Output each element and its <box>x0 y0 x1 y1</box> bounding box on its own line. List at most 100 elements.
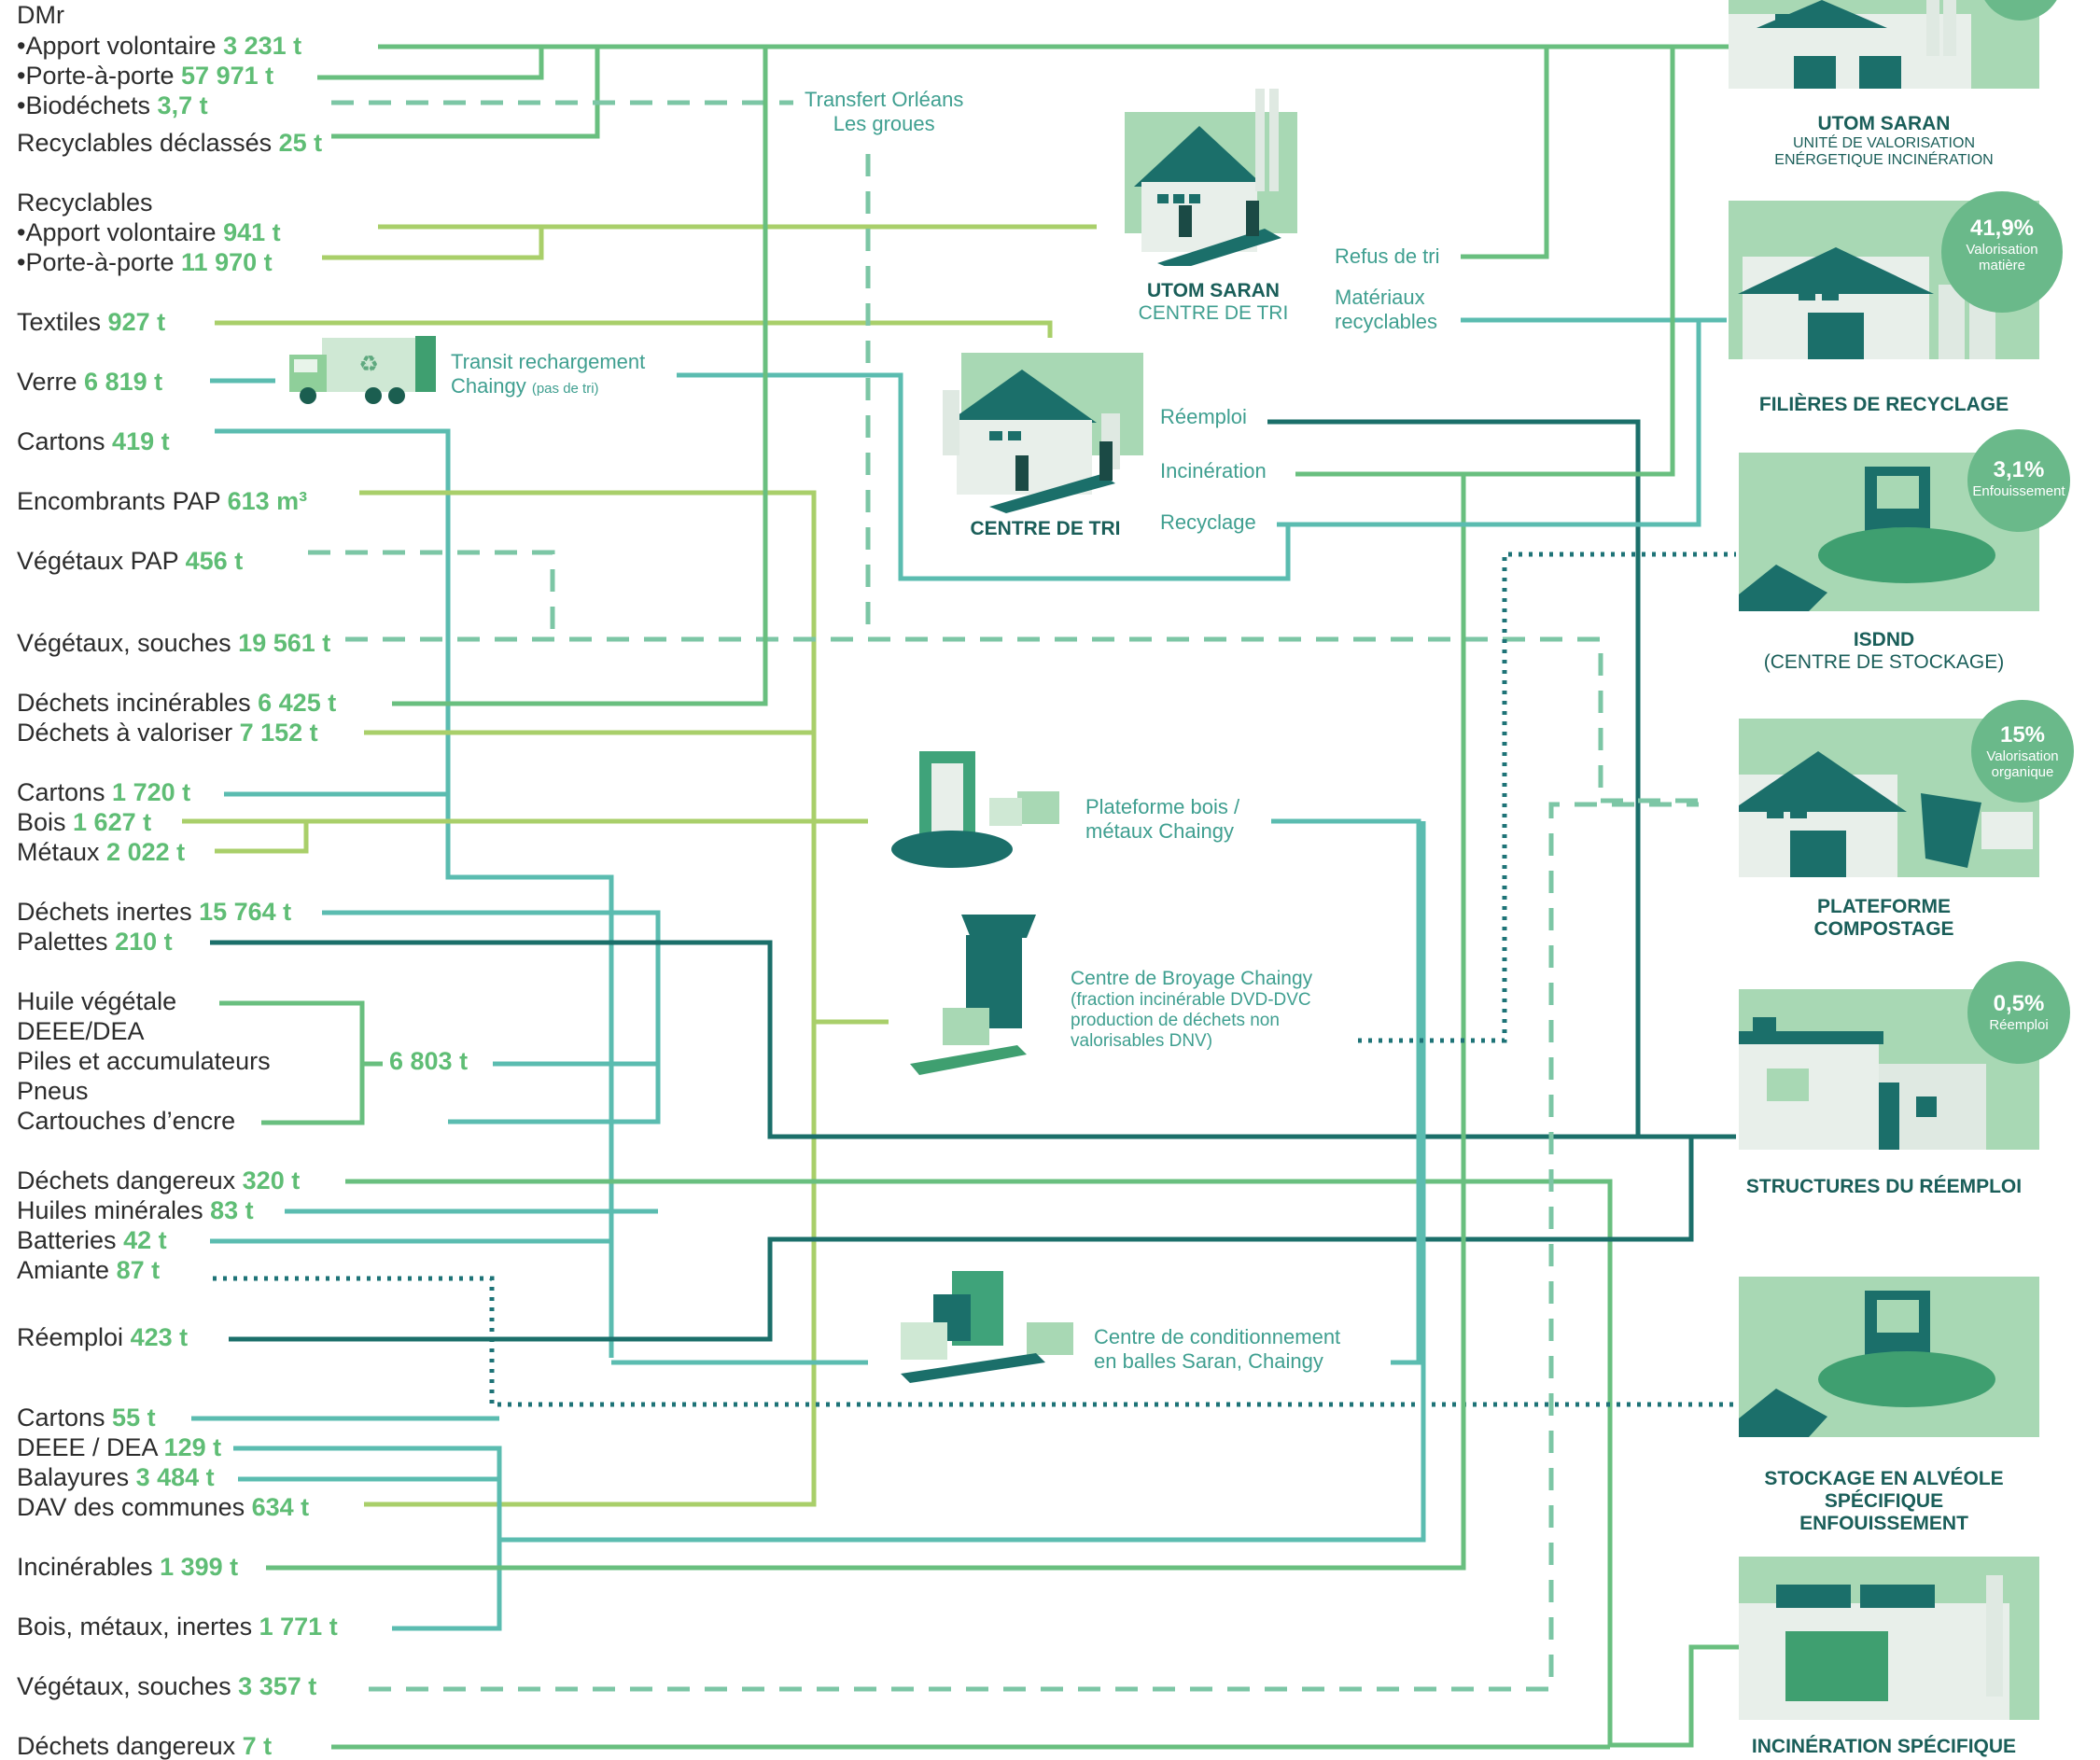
broyage-icon <box>910 915 1036 1075</box>
label-group-total: 6 803 t <box>389 1047 469 1075</box>
flow-textiles <box>215 320 1053 338</box>
label-huile-vegetale: Huile végétale <box>17 987 177 1015</box>
label-out-recyclage: Recyclage <box>1160 510 1256 534</box>
label-vegetaux-souches1: Végétaux, souches 19 561 t <box>17 629 331 657</box>
flow-cartons1 <box>215 428 614 1358</box>
bulldozer-icon <box>1739 467 1995 611</box>
label-dmr: DMr <box>17 1 64 29</box>
incineration-spec-image <box>1739 1557 2039 1720</box>
label-refus-tri: Refus de tri <box>1335 244 1440 268</box>
label-amiante: Amiante 87 t <box>17 1256 161 1284</box>
label-vegetaux-souches2: Végétaux, souches 3 357 t <box>17 1672 317 1700</box>
flow-deee2 <box>233 1446 502 1631</box>
label-plateforme: Plateforme bois /métaux Chaingy <box>1085 795 1240 843</box>
flow-broyage-isdnd <box>1358 552 1736 1043</box>
flow-refus-tri <box>1461 47 1549 259</box>
label-reemploi-dest: STRUCTURES DU RÉEMPLOI <box>1745 1176 2023 1197</box>
compost-icon <box>1739 751 2033 877</box>
label-dangereux1: Déchets dangereux 320 t <box>17 1166 301 1194</box>
plateforme-bois-icon <box>891 751 1059 868</box>
reemploi-badge: 0,5%Réemploi <box>1967 961 2070 1064</box>
label-valoriser: Déchets à valoriser 7 152 t <box>17 719 318 747</box>
label-piles: Piles et accumulateurs <box>17 1047 271 1075</box>
label-batteries: Batteries 42 t <box>17 1226 167 1254</box>
flow-out-incineration <box>1295 47 1675 477</box>
label-isdnd: ISDND(CENTRE DE STOCKAGE) <box>1763 629 2005 673</box>
label-inertes: Déchets inertes 15 764 t <box>17 898 292 926</box>
flow-reemploi <box>229 1137 1694 1342</box>
label-out-reemploi: Réemploi <box>1160 405 1247 428</box>
isdnd-badge: 3,1%Enfouissement <box>1967 429 2070 532</box>
bulldozer-icon <box>1739 1291 1995 1437</box>
label-huiles-min: Huiles minérales 83 t <box>17 1196 254 1224</box>
flow-inertes <box>322 910 661 1124</box>
label-vegetaux-pap: Végétaux PAP 456 t <box>17 547 244 575</box>
flow-vegetaux-souches2 <box>369 802 1699 1692</box>
label-broyage: Centre de Broyage Chaingy(fraction incin… <box>1071 968 1313 1052</box>
label-verre: Verre 6 819 t <box>17 368 163 396</box>
label-textiles: Textiles 927 t <box>17 308 166 336</box>
label-recyc-declasses: Recyclables déclassés 25 t <box>17 129 323 157</box>
label-cartons1: Cartons 419 t <box>17 427 170 455</box>
label-palettes: Palettes 210 t <box>17 928 173 956</box>
flow-dangereux1 <box>345 1179 1613 1745</box>
label-balayures: Balayures 3 484 t <box>17 1463 215 1491</box>
label-incinerables2: Incinérables 1 399 t <box>17 1553 239 1581</box>
label-cartouches: Cartouches d’encre <box>17 1107 236 1135</box>
svg-text:♻: ♻ <box>358 351 379 377</box>
recycling-plant-icon <box>1738 247 1995 359</box>
label-pneus: Pneus <box>17 1077 89 1105</box>
flow-incinerables1 <box>392 47 768 706</box>
truck-icon: ♻ <box>289 336 436 404</box>
label-dmr-pap: •Porte-à-porte 57 971 t <box>17 62 274 90</box>
label-metaux: Métaux 2 022 t <box>17 838 186 866</box>
label-recyclables: Recyclables <box>17 189 153 217</box>
flow-bracket-out <box>499 821 1426 1543</box>
flow-encombrants <box>359 490 817 1507</box>
label-dmr-bio: •Biodéchets 3,7 t <box>17 91 208 119</box>
label-out-incineration: Incinération <box>1160 459 1267 482</box>
label-reemploi: Réemploi 423 t <box>17 1323 189 1351</box>
flow-dmr-pap <box>317 47 544 80</box>
label-recyc-pap: •Porte-à-porte 11 970 t <box>17 248 273 276</box>
label-dangereux2: Déchets dangereux 7 t <box>17 1732 273 1760</box>
label-encombrants: Encombrants PAP 613 m³ <box>17 487 308 515</box>
flow-metaux <box>215 821 309 854</box>
factory-icon <box>1729 0 1971 89</box>
flow-incin-spec-in <box>1610 1644 1745 1748</box>
shop-icon <box>1739 1017 1986 1150</box>
label-dav: DAV des communes 634 t <box>17 1493 310 1521</box>
label-deee-dea: DEEE/DEA <box>17 1017 145 1045</box>
label-bois: Bois 1 627 t <box>17 808 152 836</box>
flow-out-reemploi <box>1267 419 1641 1137</box>
label-incineration-spec: INCINÉRATION SPÉCIFIQUE <box>1751 1736 2017 1757</box>
label-centre-tri: CENTRE DE TRI <box>970 518 1121 539</box>
flow-conditionnement-out <box>1271 818 1421 1365</box>
label-deee2: DEEE / DEA 129 t <box>17 1433 222 1461</box>
conditionnement-icon <box>901 1271 1073 1383</box>
centre-tri-icon <box>943 353 1143 513</box>
label-cartons3: Cartons 55 t <box>17 1404 156 1432</box>
label-incinerables1: Déchets incinérables 6 425 t <box>17 689 337 717</box>
flow-recyc-declasses <box>331 47 600 139</box>
incinerator-icon <box>1739 1575 2009 1720</box>
label-cartons2: Cartons 1 720 t <box>17 778 191 806</box>
flow-vegetaux-pap <box>308 550 555 638</box>
flow-palettes <box>210 940 1736 1139</box>
label-dmr-av: •Apport volontaire 3 231 t <box>17 32 302 60</box>
utom-saran-image <box>1729 0 2039 89</box>
flow-recyclage-up <box>1288 320 1701 527</box>
flow-recyc-pap <box>322 227 544 260</box>
